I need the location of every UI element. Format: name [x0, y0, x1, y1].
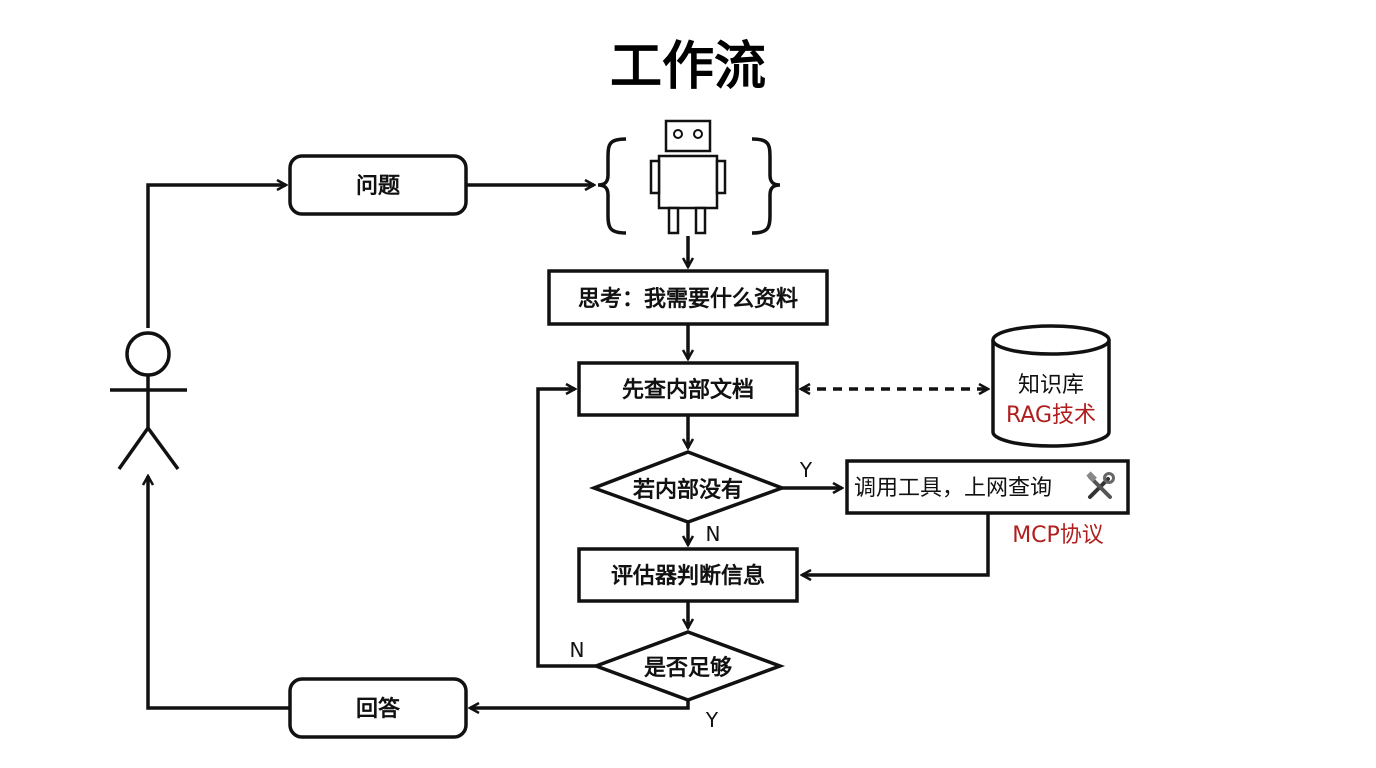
knowledge-base-node: 知识库 RAG技术: [991, 324, 1111, 448]
page-title: 工作流: [610, 37, 766, 97]
call-tools-label: 调用工具，上网查询: [854, 476, 1052, 501]
database-cylinder-icon: [991, 324, 1111, 356]
question-node: 问题: [288, 154, 468, 216]
think-label: 思考：我需要什么资料: [578, 287, 798, 312]
call-tools-node: 调用工具，上网查询: [845, 459, 1130, 515]
no-label: N: [706, 522, 721, 546]
if-none-decision-node: 若内部没有: [588, 450, 788, 524]
left-brace-icon: [597, 137, 627, 235]
right-brace-icon: [751, 137, 781, 235]
enough-label: 是否足够: [644, 655, 732, 681]
question-label: 问题: [356, 174, 401, 199]
edge-enough-no-loop: [536, 389, 596, 668]
mcp-label: MCP协议: [1012, 523, 1104, 548]
enough-decision-node: 是否足够: [590, 630, 786, 702]
enough-yes-label: Y: [705, 708, 719, 732]
check-internal-label: 先查内部文档: [622, 377, 754, 403]
tools-icon: [1086, 471, 1115, 499]
edge-tools-to-evaluator: [802, 513, 990, 575]
think-node: 思考：我需要什么资料: [547, 269, 829, 326]
check-internal-docs-node: 先查内部文档: [577, 361, 799, 417]
evaluator-label: 评估器判断信息: [611, 563, 765, 589]
rag-label: RAG技术: [1006, 403, 1096, 428]
evaluator-node: 评估器判断信息: [577, 547, 799, 603]
knowledge-base-label: 知识库: [1018, 373, 1084, 398]
user-stick-figure-icon: [110, 331, 187, 471]
enough-no-label: N: [570, 638, 585, 662]
edge-user-to-question: [146, 185, 286, 328]
edge-enough-yes-to-answer: [470, 700, 690, 708]
yes-label: Y: [799, 458, 813, 482]
if-none-label: 若内部没有: [633, 477, 743, 503]
answer-label: 回答: [356, 696, 401, 722]
robot-agent-icon: [649, 119, 727, 235]
answer-node: 回答: [288, 677, 468, 739]
edge-answer-to-user: [148, 476, 290, 710]
